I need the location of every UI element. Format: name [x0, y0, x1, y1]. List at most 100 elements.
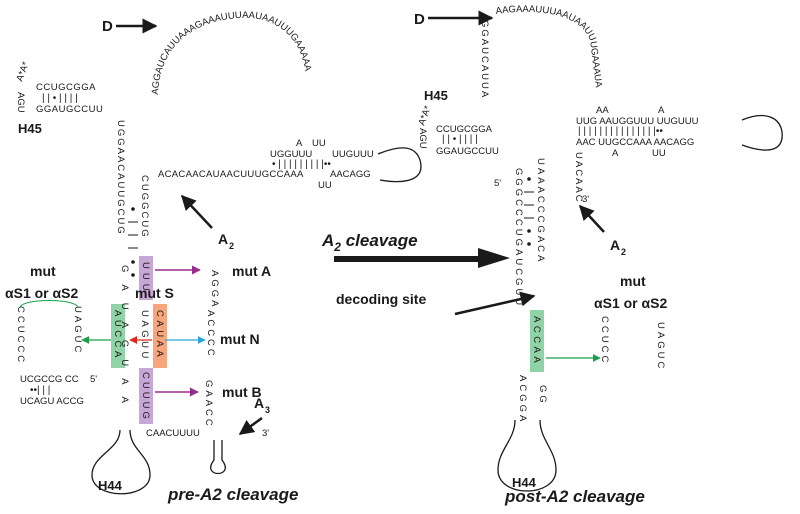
right-mut-col2: UAGUC — [655, 322, 666, 371]
left-mut-a-seq: AGGA — [209, 270, 220, 309]
left-arm-top: UGGUUU — [270, 149, 312, 160]
left-purple-top: UUU — [140, 262, 151, 295]
right-arm-bars: | | | | | | | | | | | | | | |•• — [578, 126, 663, 137]
right-arm-bottom-a: A — [612, 148, 619, 159]
right-h44-loop — [497, 419, 557, 492]
left-green-col: AUCCA — [112, 310, 123, 361]
left-a3-arrow — [238, 416, 263, 436]
right-five-prime: 5' — [494, 178, 501, 189]
left-red-col: UAGUU — [139, 310, 150, 362]
left-h45-loop: A*A* — [14, 60, 31, 83]
left-purple-box-top — [139, 256, 153, 300]
right-stem-pairs — [524, 177, 534, 246]
left-mut-n-seq: ACCCC — [205, 310, 216, 359]
right-a2-label: A — [610, 237, 620, 253]
left-purple-box-bottom — [139, 368, 153, 424]
left-orange-box — [153, 304, 167, 368]
left-arm-top2: UUGUUU — [332, 149, 374, 160]
right-stem-left-top: GGAUCAUUA — [479, 20, 490, 99]
decoding-site-label: decoding site — [336, 291, 426, 307]
left-h44-label: H44 — [98, 478, 123, 493]
left-a2-sub: 2 — [229, 241, 234, 251]
left-small-hairpin-bars: ••| | | — [30, 385, 50, 396]
left-green-box — [111, 304, 125, 368]
right-mut-col1: CCUCC — [599, 316, 610, 365]
left-mut-col1: CCUCCC — [15, 306, 26, 365]
left-mut-s: mut S — [135, 285, 174, 301]
right-green-col: ACCAA — [531, 316, 542, 366]
left-alpha-label: αS1 or αS2 — [5, 285, 78, 301]
left-purple-bottom: CUUUG — [140, 372, 151, 422]
right-h45-loop: A*A* — [416, 104, 433, 127]
left-a2-arrow — [180, 194, 213, 229]
left-mut-n: mut N — [220, 331, 260, 347]
right-three-col: UACAAC — [573, 152, 584, 204]
left-mut-a: mut A — [232, 263, 271, 279]
left-small-hairpin-top: UCGCCG CC — [20, 374, 79, 385]
left-arm-loop-curve — [377, 147, 422, 183]
left-caption: pre-A2 cleavage — [167, 485, 298, 504]
left-mut-loop — [19, 300, 79, 309]
left-arm-bars: • | | | | | | | | |•• — [272, 159, 331, 170]
left-tail-hairpin — [210, 440, 226, 475]
left-arm-bottom-loop: UU — [318, 180, 332, 191]
right-alpha-label: αS1 or αS2 — [594, 295, 667, 311]
right-h45-top: CCUGCGGA — [436, 124, 493, 135]
left-mut-label: mut — [30, 263, 56, 279]
right-arm-top: UUG AAUGGUUU UUGUUU — [576, 116, 699, 127]
decoding-site-arrow — [454, 291, 536, 316]
left-orange-col: CAUAA — [154, 310, 165, 360]
left-spacer: ACACAACAUAACUUUGCCAAA — [158, 169, 304, 180]
right-panel: D AAGAAAUUUAAUAAUUUGAAAUA GGAUCAUUA A*A*… — [414, 4, 783, 506]
left-h45-left: AGU — [15, 92, 26, 113]
right-mut-label: mut — [620, 273, 646, 289]
left-h44-loop — [91, 429, 151, 495]
left-stem-right: CUGGCUG — [139, 175, 150, 239]
left-h44-stem: GAUAGUAA — [119, 265, 130, 415]
left-mut-col2: UAGUC — [72, 306, 83, 355]
left-h45-bottom: GGAUGCCUU — [36, 104, 103, 115]
a2-cleavage-arrow — [334, 248, 510, 268]
right-h45-bottom: GGAUGCCUU — [436, 146, 499, 157]
left-a2-label: A — [218, 231, 228, 247]
left-h45-label: H45 — [18, 121, 42, 136]
right-stem-left: GGGCCCUGAUCGUU — [513, 168, 524, 308]
left-a3-sub: 3 — [265, 405, 270, 415]
left-loop-sequence: AGGAUCAUUAAAGAAAUUUAAUAAUUUGAAAAA — [150, 10, 313, 95]
right-h45-bars: | | • | | | | — [442, 134, 478, 145]
right-stem-lower-right: GG — [537, 385, 548, 406]
left-stem-pairs — [128, 207, 138, 277]
right-three-prime: 3' — [582, 194, 589, 205]
center-panel: A2 cleavage decoding site — [321, 231, 536, 316]
left-tail: CAACUUUU — [146, 428, 200, 439]
right-a2-sub: 2 — [621, 247, 626, 257]
a2-cleavage-main: A2 cleavage — [321, 231, 418, 254]
left-arm-a: A — [296, 138, 303, 149]
right-loop-sequence: AAGAAAUUUAAUAAUUUGAAAUA — [495, 4, 604, 89]
left-h45-bars: | | • | | | | — [42, 93, 78, 104]
right-arm-bottom-loop: UU — [652, 148, 666, 159]
right-green-box — [530, 310, 544, 372]
left-h45-top: CCUGCGGA — [36, 82, 96, 93]
right-stem-right: UAAACCCGACA — [535, 158, 546, 264]
right-arm-bottom: AAC UUGCCAAA AACAGG — [576, 137, 694, 148]
left-a3-label: A — [254, 395, 264, 411]
left-arm-bottom: AACAGG — [330, 169, 371, 180]
left-small-hairpin-bottom: UCAGU ACCG — [20, 396, 84, 407]
right-h44-label: H44 — [512, 475, 537, 490]
right-d-label: D — [414, 11, 425, 28]
left-stem-left: UGGAACAUUGCUG — [115, 120, 126, 236]
left-arm-top-loop: UU — [312, 138, 326, 149]
right-a2-arrow — [578, 204, 605, 233]
left-small-hairpin-five: 5' — [90, 374, 97, 385]
right-stem-lower-left: ACGGA — [517, 375, 528, 424]
right-arm-loop-a: A — [658, 105, 665, 116]
left-d-label: D — [102, 18, 113, 35]
right-h45-label: H45 — [424, 88, 448, 103]
left-three-prime: 3' — [262, 428, 269, 439]
right-caption: post-A2 cleavage — [504, 487, 645, 506]
right-arm-loop-curve — [741, 115, 783, 151]
right-h45-left: AGU — [417, 128, 428, 149]
left-mut-b: mut B — [222, 384, 262, 400]
